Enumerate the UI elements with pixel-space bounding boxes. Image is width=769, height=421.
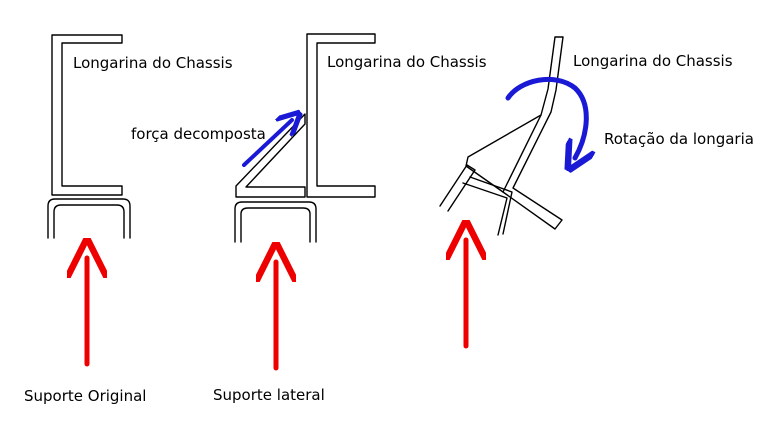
decomposed-force-arrow: [242, 120, 292, 167]
support-label: Suporte lateral: [213, 386, 325, 404]
tilted-support-bracket: [439, 164, 513, 236]
panel-lateral: força decomposta Longarina do Chassis Su…: [131, 33, 487, 404]
support-bracket: [234, 201, 317, 243]
beam-label: Longarina do Chassis: [73, 54, 233, 72]
rotation-label: Rotação da longaria: [604, 130, 754, 148]
rotation-arrow: [505, 76, 586, 158]
lateral-support-gusset: [235, 113, 306, 198]
rotated-rail-inner-edge: [502, 114, 542, 193]
force-label: força decomposta: [131, 125, 266, 143]
chassis-rail-channel: [51, 34, 123, 196]
chassis-rail-channel: [306, 33, 376, 198]
support-label: Suporte Original: [24, 387, 146, 405]
panel-rotated: Longarina do Chassis Rotação da longaria: [439, 36, 754, 349]
panel-original: Longarina do Chassis Suporte Original: [24, 34, 233, 405]
beam-label: Longarina do Chassis: [327, 53, 487, 71]
beam-label: Longarina do Chassis: [573, 52, 733, 70]
support-bracket: [47, 198, 131, 239]
